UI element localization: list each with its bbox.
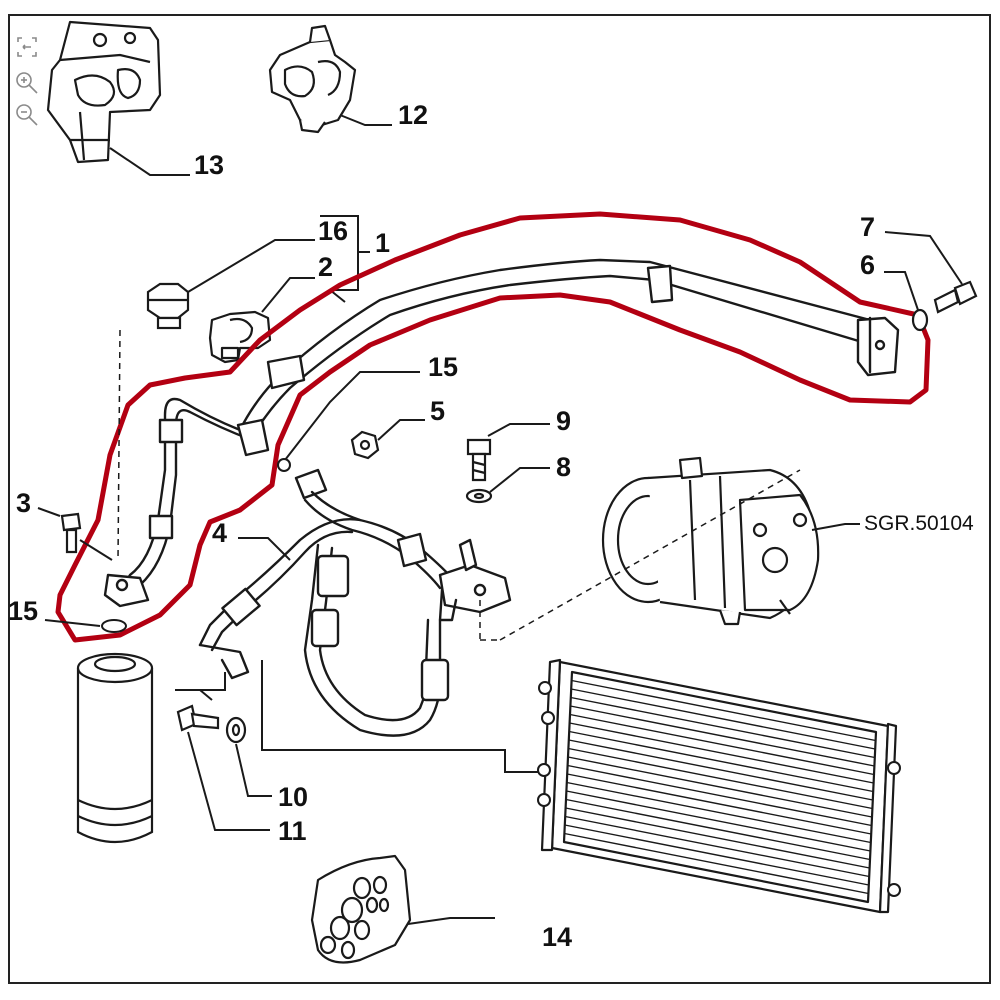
- guide-lines: [117, 329, 801, 641]
- callout-9: 9: [556, 406, 572, 436]
- part-11-bolt: [176, 704, 220, 732]
- condenser-fin: [567, 764, 872, 827]
- part-13-bracket: [46, 20, 162, 164]
- zoom-out-icon[interactable]: [12, 100, 42, 130]
- fit-screen-icon[interactable]: [12, 32, 42, 62]
- zoom-in-icon[interactable]: [12, 68, 42, 98]
- leader-2: [261, 277, 315, 313]
- callout-11: 11: [278, 816, 307, 846]
- leader-3b: [79, 539, 113, 561]
- condenser-fin: [571, 688, 876, 750]
- condenser-fin: [569, 730, 874, 793]
- leader-10: [235, 743, 272, 797]
- condenser-mounts: [537, 681, 901, 897]
- callout-15-mid: 15: [428, 352, 459, 382]
- part-10-washer: [225, 716, 247, 744]
- part-5-nut: [350, 430, 380, 460]
- condenser-fin: [564, 824, 869, 886]
- condenser-fin: [571, 679, 876, 742]
- condenser-fins: [564, 679, 876, 895]
- diagram-frame: [8, 14, 991, 984]
- condenser-fin: [568, 747, 873, 810]
- condenser-fin: [569, 722, 874, 784]
- leader-7: [884, 231, 963, 285]
- callout-1: 1: [375, 228, 391, 258]
- leader-13: [109, 147, 190, 176]
- callout-12: 12: [398, 100, 429, 130]
- leader-15-left: [44, 619, 101, 627]
- leader-4: [238, 537, 291, 561]
- leader-8: [489, 467, 550, 493]
- part-14-oring-kit: [310, 854, 412, 964]
- highlight-outline: [55, 211, 931, 643]
- callout-4: 4: [212, 518, 228, 548]
- callout-2: 2: [318, 252, 334, 282]
- part-12-clamp: [268, 24, 357, 134]
- part-7-screw: [933, 280, 978, 314]
- leader-14: [407, 917, 495, 925]
- receiver-drier: [76, 652, 154, 843]
- condenser-fin: [566, 781, 871, 844]
- leader-15-mid: [284, 371, 420, 461]
- condenser-fin: [568, 739, 873, 801]
- part-1-hose-assembly: [103, 258, 900, 608]
- callout-16: 16: [318, 216, 349, 246]
- leader-group-10-11: [175, 660, 548, 773]
- callout-6: 6: [860, 250, 876, 280]
- leader-sgr: [811, 523, 860, 531]
- part-16-pressure-switch: [146, 282, 190, 330]
- callout-8: 8: [556, 452, 572, 482]
- condenser-fin: [567, 756, 873, 818]
- callout-5: 5: [430, 396, 446, 426]
- part-4-hose: [198, 468, 512, 737]
- condenser-fin: [567, 773, 872, 835]
- callout-14: 14: [542, 922, 573, 952]
- part-3-screw: [60, 512, 82, 554]
- leader-9: [487, 423, 550, 437]
- leader-6: [884, 271, 919, 311]
- leader-3: [37, 507, 61, 517]
- condenser-fin: [565, 798, 871, 861]
- callout-10: 10: [278, 782, 309, 812]
- leader-12: [339, 114, 392, 126]
- condenser-fin: [566, 790, 871, 852]
- leader-16: [187, 239, 315, 293]
- condenser-fin: [564, 832, 869, 895]
- callout-13: 13: [194, 150, 225, 180]
- reference-code: SGR.50104: [864, 512, 974, 535]
- part-2-clamp: [208, 310, 272, 364]
- zoom-toolbar: [12, 32, 46, 132]
- condenser-fin: [565, 815, 870, 878]
- leader-5: [377, 419, 425, 441]
- compressor: [601, 456, 820, 626]
- condenser-fin: [570, 696, 875, 759]
- callout-7: 7: [860, 212, 876, 242]
- callout-15-left: 15: [8, 596, 39, 626]
- condenser-fin: [570, 705, 875, 767]
- leader-11: [187, 731, 270, 831]
- part-6-washer: [911, 308, 929, 332]
- condenser-fin: [569, 713, 875, 776]
- part-8-washer: [465, 488, 493, 504]
- callout-3: 3: [16, 488, 32, 518]
- condenser-fin: [565, 807, 870, 869]
- part-9-bolt: [466, 438, 492, 482]
